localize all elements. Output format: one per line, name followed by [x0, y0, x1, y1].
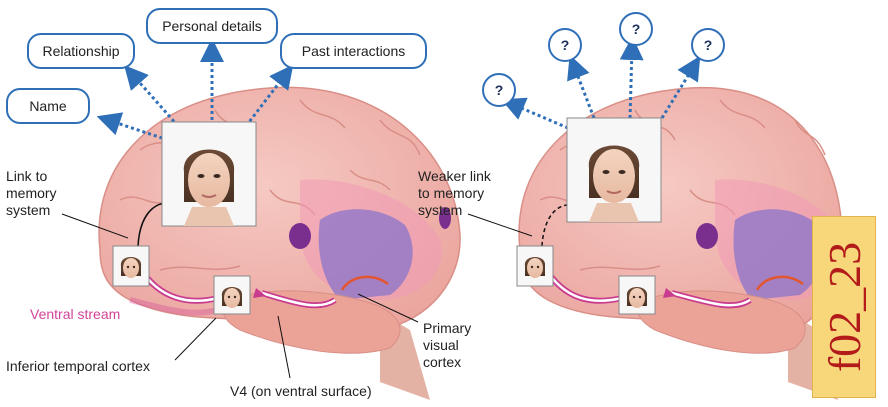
face-large-right: [567, 118, 661, 222]
purple-spot: [696, 223, 718, 249]
question-mark: ?: [632, 21, 641, 37]
link-to-memory-label: Link to memory system: [6, 168, 76, 219]
arrow-q2: [574, 66, 594, 118]
face-small-v4-left: [214, 276, 250, 314]
weaker-link-label: Weaker link to memory system: [418, 168, 500, 219]
figure-tag: f02_23: [812, 216, 876, 398]
visual-cortex-region: [319, 209, 413, 300]
bubble-name: Name: [6, 88, 90, 124]
question-mark: ?: [704, 37, 713, 53]
primary-visual-cortex-label: Primary visual cortex: [423, 320, 485, 371]
question-mark: ?: [561, 37, 570, 53]
bubble-past-interactions: Past interactions: [280, 33, 427, 69]
arrow-q1: [512, 104, 568, 128]
face-small-itc-left: [113, 246, 149, 286]
question-bubble-3: ?: [619, 12, 653, 46]
purple-spot: [289, 223, 311, 249]
question-bubble-2: ?: [548, 28, 582, 62]
question-bubble-1: ?: [482, 73, 516, 107]
bubble-past-interactions-label: Past interactions: [302, 43, 406, 59]
bubble-personal-details: Personal details: [146, 8, 278, 44]
face-large-left: [162, 122, 256, 226]
left-brain: [99, 87, 460, 400]
itc-leader: [175, 318, 216, 360]
bubble-relationship-label: Relationship: [42, 43, 119, 59]
question-mark: ?: [495, 82, 504, 98]
figure-tag-text: f02_23: [813, 217, 875, 397]
bubble-name-label: Name: [29, 98, 66, 114]
ventral-stream-label: Ventral stream: [30, 306, 120, 323]
face-small-v4-right: [619, 276, 655, 314]
question-bubble-4: ?: [691, 28, 725, 62]
face-small-itc-right: [517, 246, 553, 286]
v4-label: V4 (on ventral surface): [230, 383, 372, 400]
inferior-temporal-cortex-label: Inferior temporal cortex: [6, 358, 150, 375]
bubble-personal-details-label: Personal details: [162, 18, 262, 34]
bubble-relationship: Relationship: [27, 33, 135, 69]
